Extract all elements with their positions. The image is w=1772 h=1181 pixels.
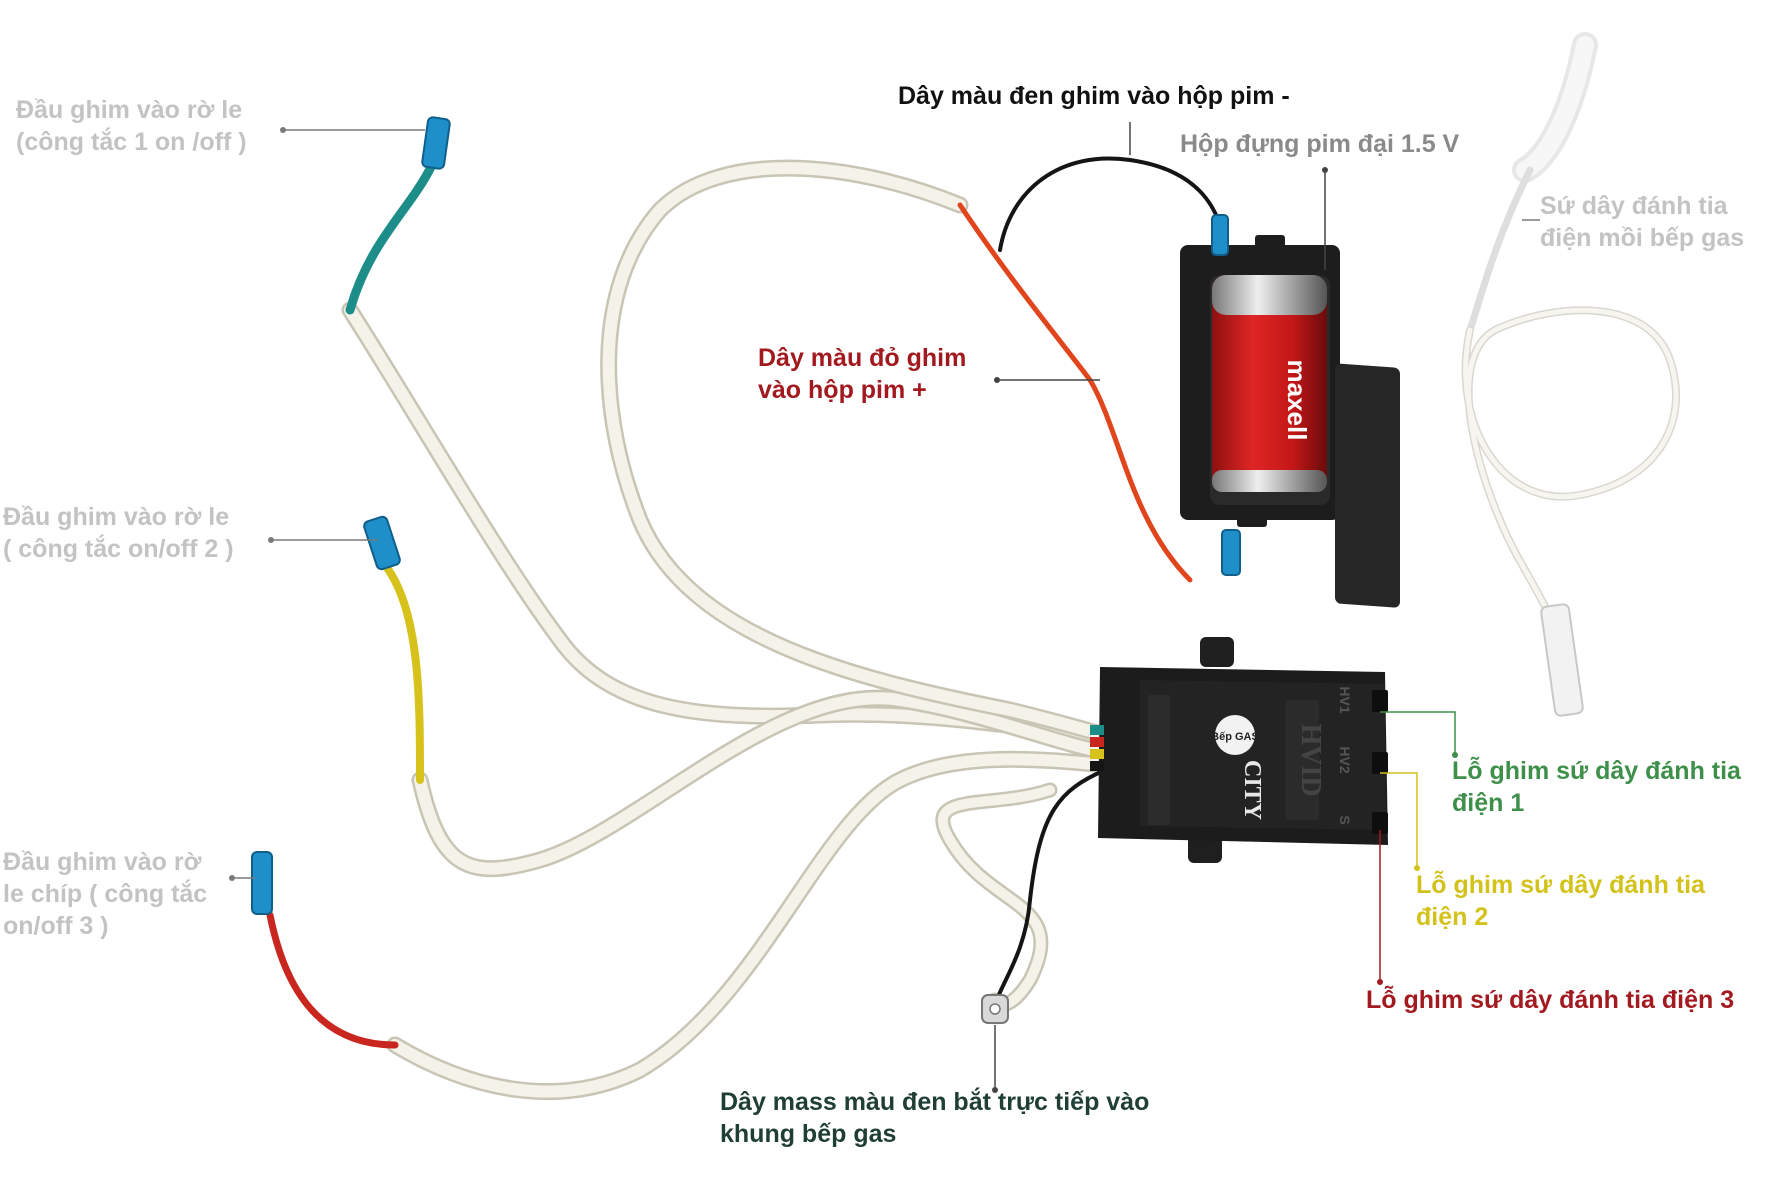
label-ground-wire-line2: khung bếp gas xyxy=(720,1120,897,1148)
white-wire-battery xyxy=(600,159,1114,744)
leader-hole1 xyxy=(1380,711,1456,755)
label-connector-3: Đầu ghim vào rờ le chíp ( công tắc on/of… xyxy=(3,846,207,942)
ground-ring-terminal-icon xyxy=(981,994,1009,1024)
colored-wires xyxy=(266,156,1222,1049)
label-ceramic-electrode: Sứ dây đánh tia điện mồi bếp gas xyxy=(1540,190,1744,254)
label-red-wire-line2: vào hộp pim + xyxy=(758,376,927,404)
white-wire-3 xyxy=(386,750,1114,1100)
connector-2-icon xyxy=(363,515,401,571)
label-ceramic-electrode-line2: điện mồi bếp gas xyxy=(1540,224,1745,252)
red-wire-3 xyxy=(266,911,399,1049)
label-spark-hole-1-line1: Lỗ ghim sứ dây đánh tia xyxy=(1452,757,1741,785)
label-spark-hole-1: Lỗ ghim sứ dây đánh tia điện 1 xyxy=(1452,755,1741,819)
label-connector-1-line1: Đầu ghim vào rờ le xyxy=(16,96,243,124)
connector-3-icon xyxy=(251,851,273,915)
leader-lines xyxy=(229,122,1540,1093)
port-hv1-icon xyxy=(1372,690,1388,712)
label-connector-3-line2: le chíp ( công tắc xyxy=(3,880,208,908)
label-spark-hole-3: Lỗ ghim sứ dây đánh tia điện 3 xyxy=(1366,986,1735,1014)
port-hv1-label: HV1 xyxy=(1337,686,1353,713)
teal-wire xyxy=(345,160,437,315)
battery-brand: maxell xyxy=(1282,360,1312,441)
label-ground-wire: Dây mass màu đen bắt trực tiếp vào khung… xyxy=(720,1086,1149,1150)
label-connector-3-line1: Đầu ghim vào rờ xyxy=(3,848,202,876)
label-spark-hole-2: Lỗ ghim sứ dây đánh tia điện 2 xyxy=(1416,869,1705,933)
black-wire-ground xyxy=(993,768,1107,1012)
red-wire-battery xyxy=(957,202,1193,583)
battery-icon xyxy=(1212,275,1327,490)
port-hv2-label: HV2 xyxy=(1337,746,1353,773)
label-connector-2-line1: Đầu ghim vào rờ le xyxy=(3,503,230,531)
label-battery-box: Hộp đựng pim đại 1.5 V xyxy=(1180,130,1460,158)
ceramic-electrode-icon xyxy=(1461,32,1680,717)
label-spark-hole-2-line2: điện 2 xyxy=(1416,903,1489,931)
label-red-wire-line1: Dây màu đỏ ghim xyxy=(758,344,967,372)
connector-1-icon xyxy=(421,116,451,170)
label-connector-3-line3: on/off 3 ) xyxy=(3,912,109,940)
label-connector-1: Đầu ghim vào rờ le (công tắc 1 on /off ) xyxy=(16,94,247,158)
label-red-wire: Dây màu đỏ ghim vào hộp pim + xyxy=(758,342,966,406)
ignition-module: Bếp GAS CITY HVID HV1 HV2 S xyxy=(1090,637,1388,863)
port-s-icon xyxy=(1372,812,1388,834)
label-ceramic-electrode-line1: Sứ dây đánh tia xyxy=(1540,192,1728,220)
label-spark-hole-2-line1: Lỗ ghim sứ dây đánh tia xyxy=(1416,871,1705,899)
label-black-wire: Dây màu đen ghim vào hộp pim - xyxy=(898,82,1290,110)
module-model: HVID xyxy=(1295,723,1326,796)
label-connector-2-line2: ( công tắc on/off 2 ) xyxy=(3,535,234,563)
battery-box: maxell xyxy=(1180,214,1400,608)
label-spark-hole-1-line2: điện 1 xyxy=(1452,789,1525,817)
leader-hole2 xyxy=(1380,772,1418,868)
label-ground-wire-line1: Dây mass màu đen bắt trực tiếp vào xyxy=(720,1088,1150,1116)
port-hv2-icon xyxy=(1372,752,1388,774)
module-sub-label: Bếp GAS xyxy=(1211,731,1259,743)
white-wire-1 xyxy=(341,301,1114,749)
label-connector-1-line2: (công tắc 1 on /off ) xyxy=(16,128,247,156)
yellow-wire xyxy=(381,561,424,784)
port-s-label: S xyxy=(1337,815,1353,824)
module-brand: CITY xyxy=(1239,760,1265,820)
white-wires xyxy=(341,159,1114,1100)
label-connector-2: Đầu ghim vào rờ le ( công tắc on/off 2 ) xyxy=(3,501,234,565)
black-wire-battery xyxy=(998,156,1222,252)
